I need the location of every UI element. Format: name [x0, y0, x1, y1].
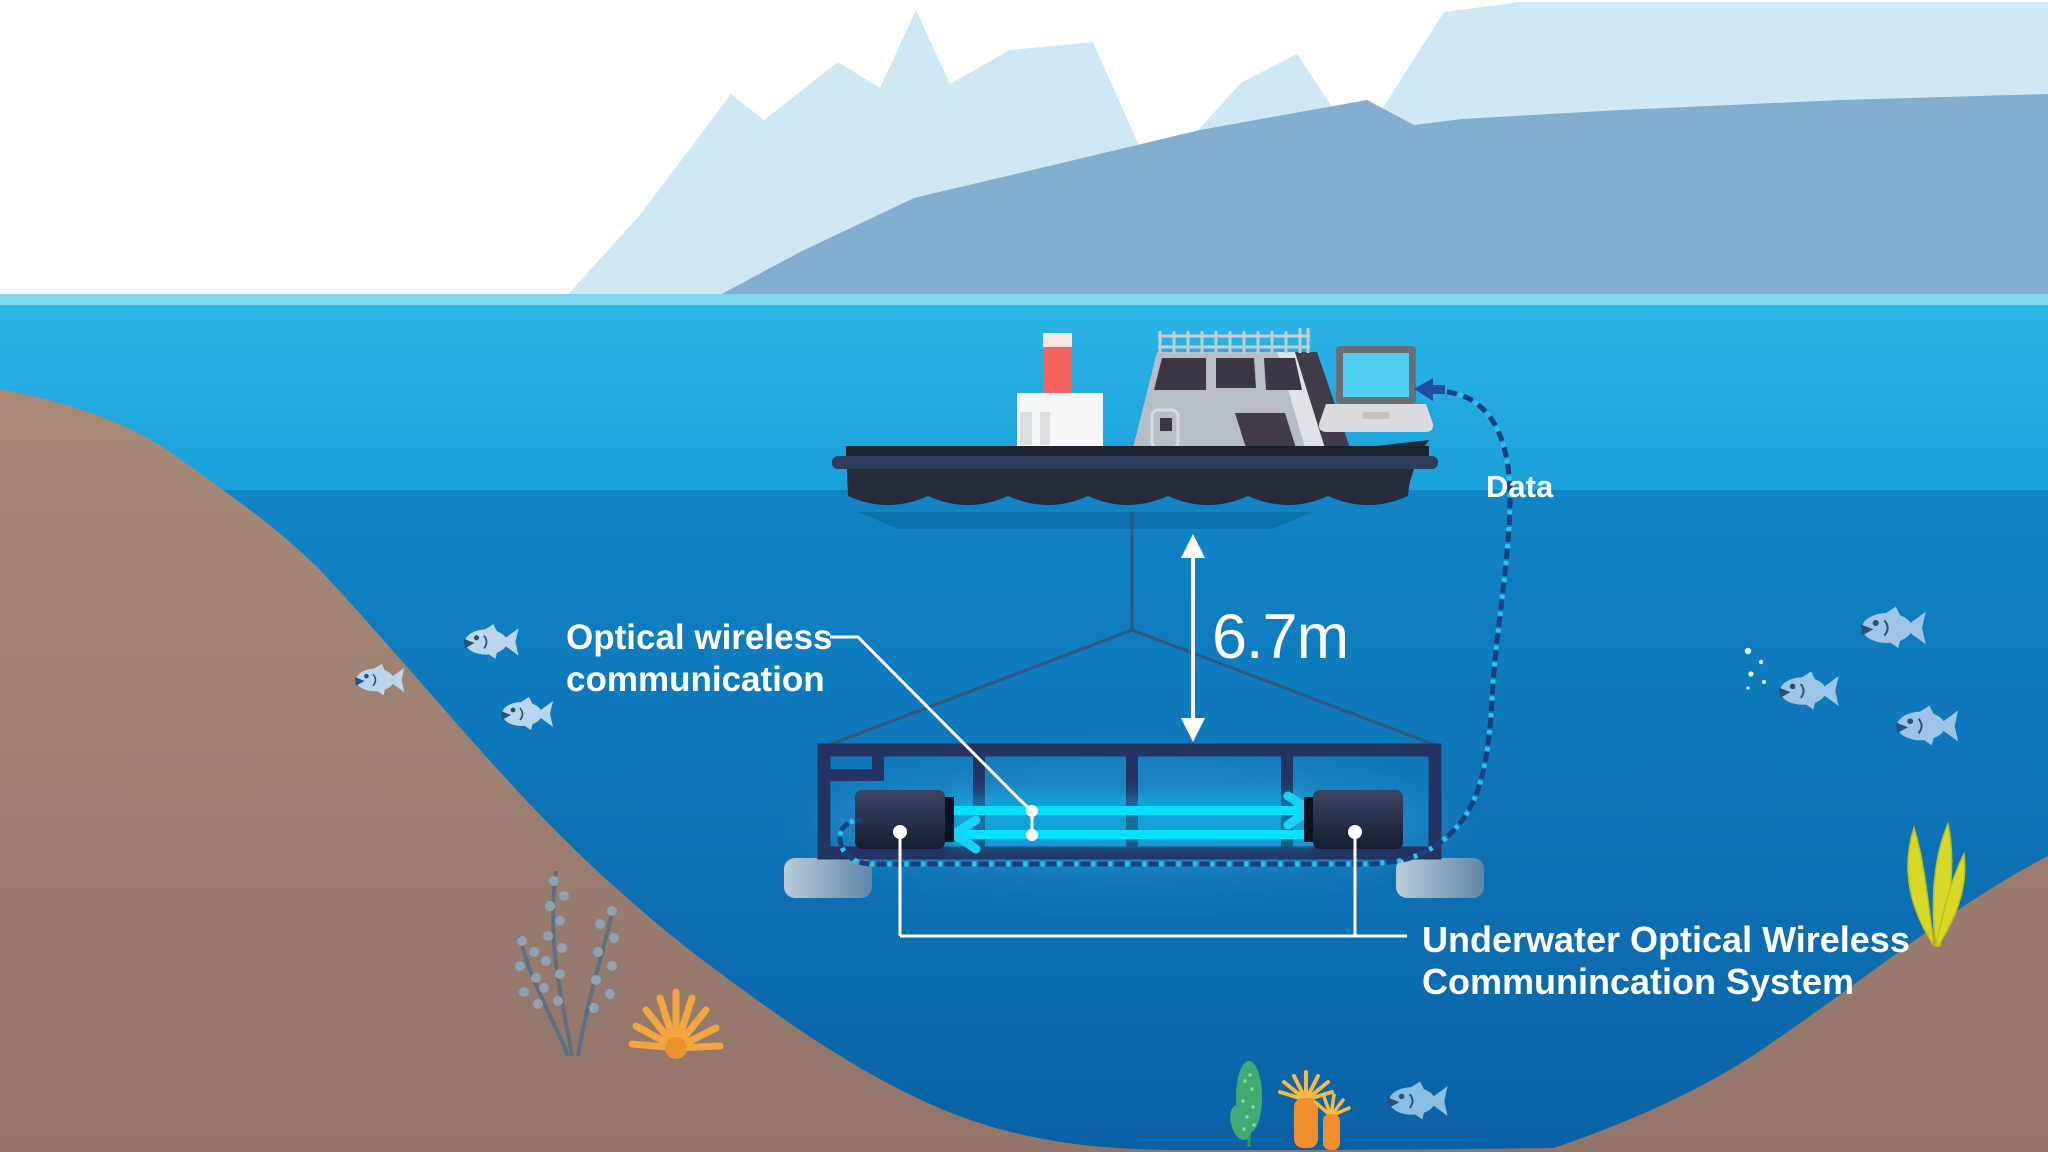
- optical-label-line2: communication: [566, 660, 825, 699]
- system-label-leader: [893, 825, 1407, 938]
- system-label-line1: Underwater Optical Wireless: [1422, 919, 1910, 960]
- optical-beam-bottom: [960, 830, 1310, 839]
- optical-transceiver-right: [1304, 790, 1403, 849]
- depth-arrow: [1181, 534, 1205, 742]
- smokestack-cap: [1043, 333, 1072, 347]
- cabin-panel: [1235, 413, 1296, 448]
- hull-shadow: [858, 512, 1312, 529]
- mountains-front: [705, 94, 2048, 303]
- windshield: [1216, 358, 1256, 388]
- gunwale: [846, 446, 1429, 457]
- deckhouse-window: [1040, 412, 1050, 445]
- laptop-touchpad: [1362, 412, 1390, 419]
- seaweed-grey-icon: [515, 870, 619, 1057]
- roof-railing: [1158, 328, 1310, 353]
- laptop-icon: [1318, 346, 1434, 432]
- data-label: Data: [1486, 469, 1554, 504]
- waterline: [0, 294, 2048, 305]
- anemone-icons: [1278, 1070, 1351, 1150]
- bubbles-icon: [1744, 647, 1766, 690]
- data-cable-navy: [837, 389, 1513, 867]
- uowc-frame-system: [784, 743, 1484, 898]
- data-cable: [837, 378, 1513, 867]
- laptop-screen: [1343, 353, 1409, 397]
- depth-label: 6.7m: [1212, 602, 1348, 672]
- optical-transceiver-left: [855, 790, 954, 849]
- coral-orange-icon: [628, 988, 724, 1059]
- door-window: [1160, 418, 1172, 431]
- wheelhouse: [1133, 352, 1350, 450]
- deckhouse-window: [1020, 412, 1032, 445]
- suspension-ropes: [825, 512, 1439, 748]
- seafloor: [0, 389, 2048, 1152]
- windshield: [1154, 358, 1206, 390]
- rub-rail: [832, 456, 1438, 469]
- windshield: [1264, 358, 1302, 390]
- system-label-line2: Communincation System: [1422, 961, 1854, 1002]
- optical-label-leader: [830, 635, 1038, 841]
- pontoon-left: [784, 858, 872, 898]
- pontoon-right: [1396, 858, 1484, 898]
- frame-notch-stub: [872, 750, 884, 781]
- data-cable-cyan: [837, 389, 1513, 867]
- kelp-yellow-icon: [1907, 821, 1966, 947]
- boat-icon: [832, 328, 1438, 505]
- beam-glow: [948, 794, 1312, 848]
- optical-label-line1: Optical wireless: [566, 618, 833, 657]
- cable-arrow-icon: [1414, 378, 1445, 401]
- frame-notch-bar: [824, 769, 884, 781]
- optical-beam-top: [952, 806, 1304, 815]
- smokestack: [1043, 347, 1072, 395]
- seaweed-green-icon: [1230, 1061, 1262, 1147]
